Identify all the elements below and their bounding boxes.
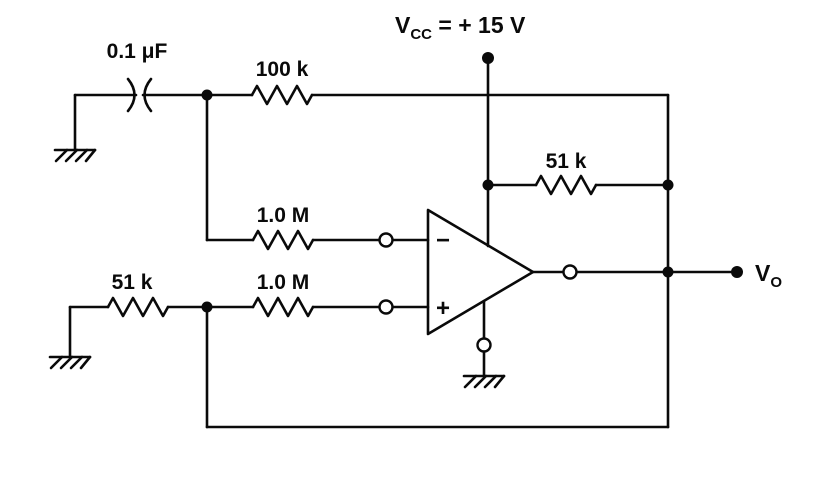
ground-symbol-left-bottom xyxy=(48,355,92,370)
ground-symbol-left-top xyxy=(53,148,97,163)
output-label-sub: O xyxy=(770,274,782,291)
resistor-51k-left xyxy=(106,296,170,318)
opamp-triangle xyxy=(426,208,535,336)
open-terminal-inverting xyxy=(378,232,394,248)
open-terminal-noninverting xyxy=(378,299,394,315)
resistor-100k-label: 100 k xyxy=(256,58,309,81)
resistor-51k-left-label: 51 k xyxy=(112,271,153,294)
resistor-1M-noninverting xyxy=(251,296,315,318)
output-label: VO xyxy=(755,260,782,291)
node-dot-fb-right xyxy=(662,179,674,191)
output-label-v: V xyxy=(755,260,771,286)
node-dot-fb-left xyxy=(482,179,494,191)
vcc-label-value: = + 15 V xyxy=(432,12,526,38)
node-dot-noninverting xyxy=(201,301,213,313)
open-terminal-bottom-pin xyxy=(476,337,492,353)
resistor-51k-feedback xyxy=(534,174,598,196)
vcc-label: VCC = + 15 V xyxy=(395,12,526,43)
opamp-inverting-sign: − xyxy=(436,227,450,254)
resistor-1M-noninverting-label: 1.0 M xyxy=(257,271,310,294)
output-terminal-dot xyxy=(731,266,743,278)
opamp-noninverting-sign: + xyxy=(436,295,450,322)
vcc-label-sub: CC xyxy=(410,26,432,43)
node-dot-output xyxy=(662,266,674,278)
capacitor-plate-left xyxy=(126,77,136,113)
capacitor-label: 0.1 μF xyxy=(107,40,168,63)
resistor-51k-feedback-label: 51 k xyxy=(546,150,587,173)
vcc-label-v: V xyxy=(395,12,411,38)
resistor-1M-inverting-label: 1.0 M xyxy=(257,204,310,227)
resistor-1M-inverting xyxy=(251,229,315,251)
resistor-100k xyxy=(250,84,314,106)
ground-symbol-opamp xyxy=(462,374,506,389)
open-terminal-output xyxy=(562,264,578,280)
